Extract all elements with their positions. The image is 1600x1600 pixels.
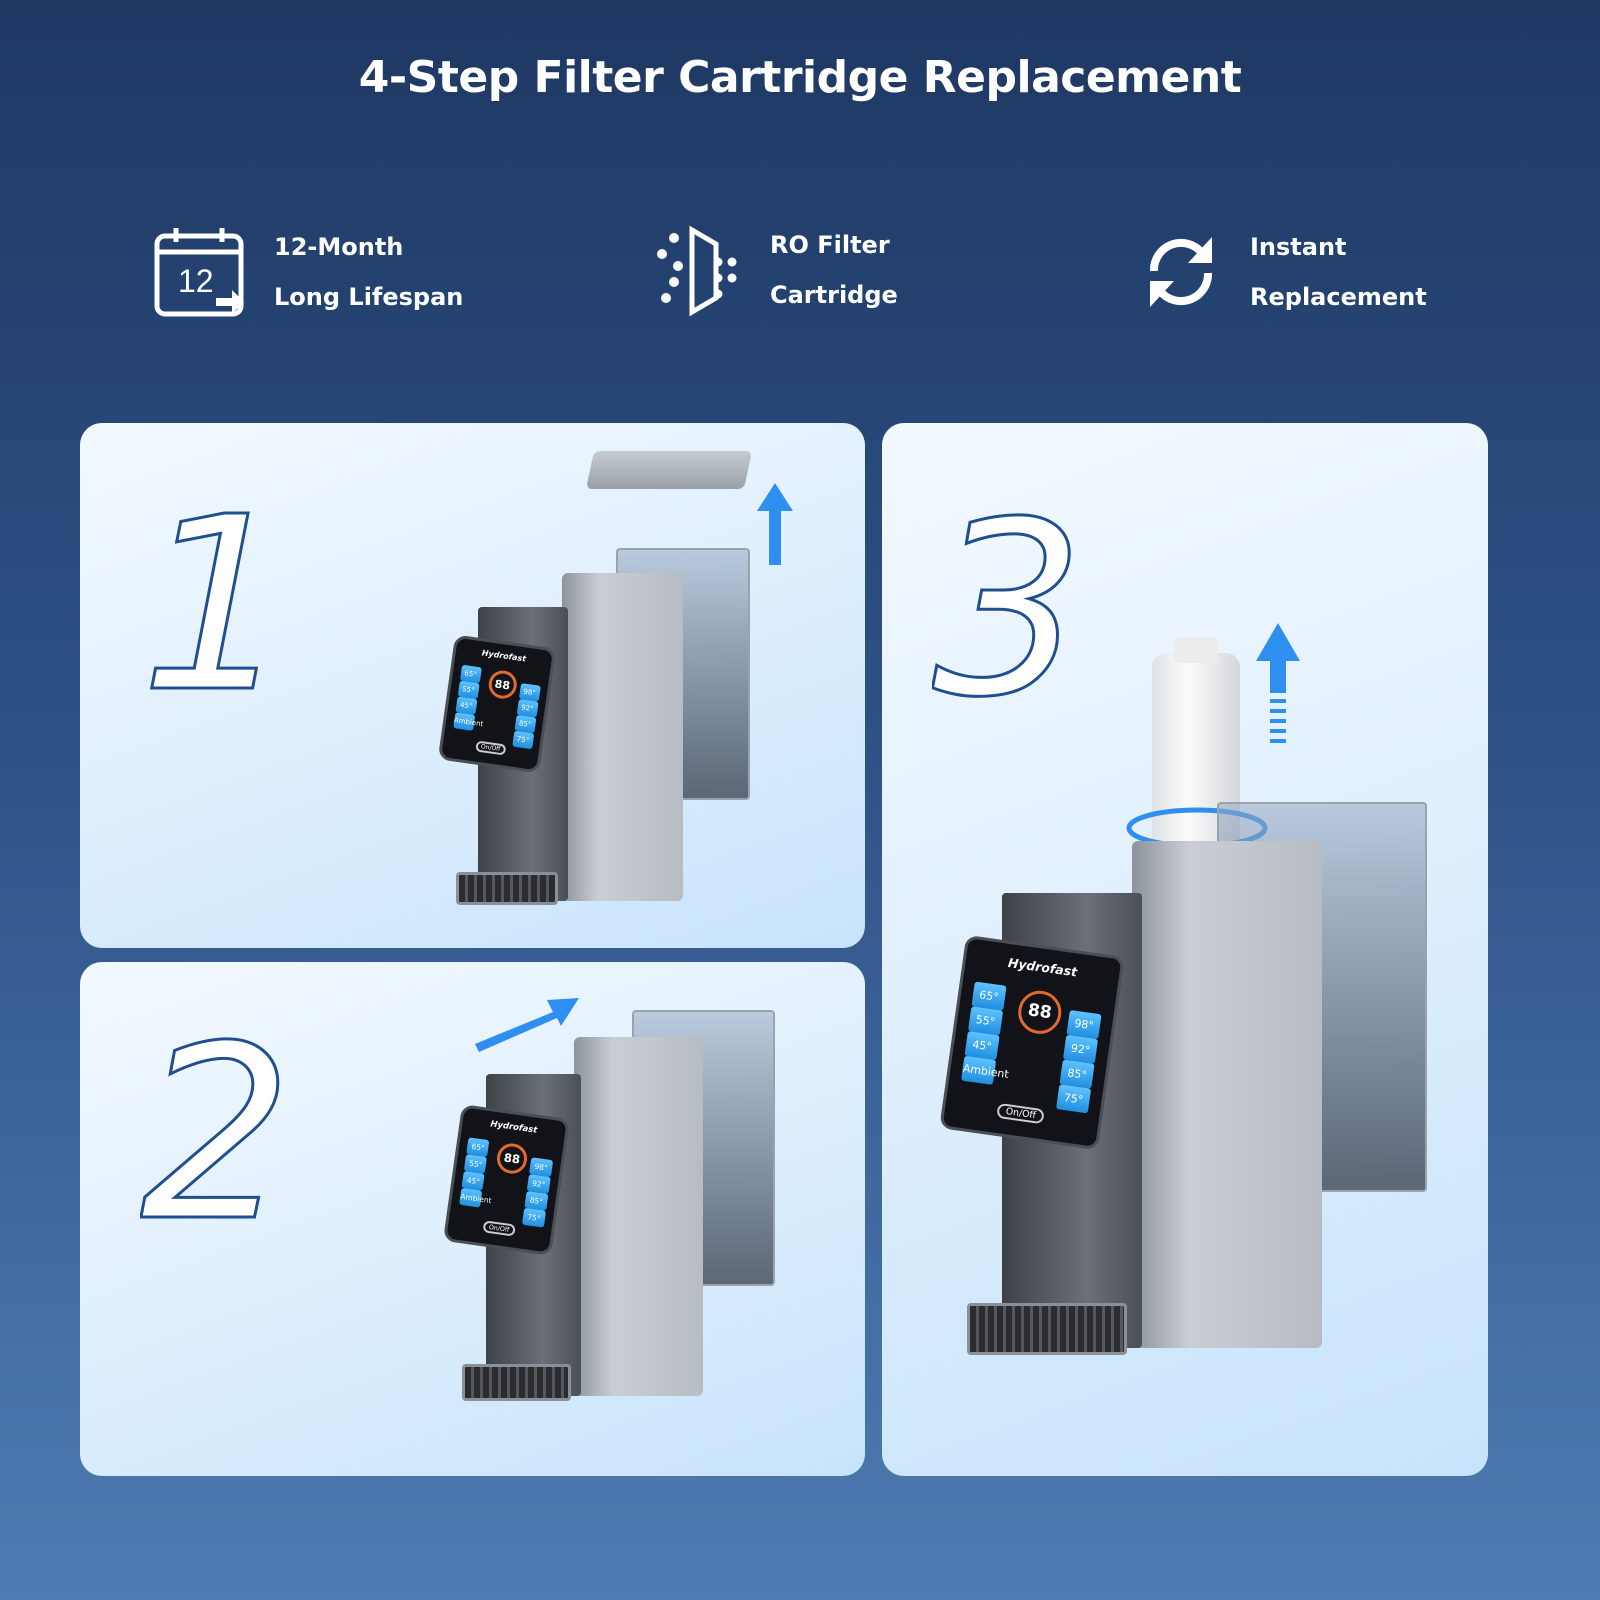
calendar-icon: 12 [154, 228, 244, 317]
brand-logo: Hydrofast [481, 648, 527, 664]
temp-button: 85° [524, 1190, 548, 1211]
svg-text:1: 1 [140, 493, 293, 703]
temp-button: 45° [964, 1030, 1000, 1060]
cartridge-handle [1174, 637, 1218, 663]
temp-display: 88 [486, 668, 519, 701]
brand-logo: Hydrofast [489, 1118, 538, 1136]
step-number: 1 [140, 493, 294, 703]
svg-text:2: 2 [140, 1012, 293, 1232]
left-buttons: 65°55°45°Ambient [961, 981, 1010, 1085]
left-buttons: 65°55°45°Ambient [459, 1137, 492, 1208]
temp-button: Ambient [453, 712, 484, 731]
feature-line1: RO Filter [770, 231, 890, 259]
temp-button: 75° [512, 730, 535, 749]
temp-button: 75° [522, 1207, 546, 1227]
control-panel: Hydrofast 65°55°45°Ambient 98°92°85°75° … [442, 1103, 570, 1256]
right-buttons: 98°92°85°75° [522, 1156, 553, 1227]
dispenser-body [1132, 841, 1322, 1348]
arrow-slide-icon [475, 998, 579, 1052]
feature-line1: Instant [1250, 233, 1347, 261]
temp-button: 98° [529, 1156, 553, 1177]
feature-line2: Long Lifespan [274, 283, 464, 311]
drip-tray [462, 1363, 571, 1401]
right-buttons: 98°92°85°75° [512, 682, 542, 749]
refresh-icon [1150, 237, 1212, 307]
step-1-panel: 1 Hydrofast 65°55°45°Ambient 98°92°85°75… [80, 423, 865, 948]
temp-button: 65° [971, 981, 1007, 1011]
arrow-up-icon [757, 483, 793, 565]
drip-tray [967, 1302, 1127, 1355]
control-panel: Hydrofast 65°55°45°Ambient 98°92°85°75° … [939, 934, 1125, 1151]
left-buttons: 65°55°45°Ambient [453, 664, 484, 731]
brand-logo: Hydrofast [1007, 955, 1079, 980]
page-title: 4-Step Filter Cartridge Replacement [358, 52, 1242, 103]
onoff-button: On/Off [475, 740, 507, 756]
step-2-panel: 2 Hydrofast 65°55°45°Ambient 98°92°85°75… [80, 962, 865, 1476]
filter-icon [657, 225, 737, 316]
temp-button: 98° [1066, 1009, 1102, 1039]
onoff-button: On/Off [482, 1220, 516, 1237]
dispenser-body [574, 1037, 704, 1396]
filter-lid [585, 451, 753, 489]
calendar-number: 12 [178, 263, 214, 299]
onoff-button: On/Off [996, 1102, 1046, 1125]
temp-button: Ambient [961, 1055, 1010, 1085]
feature-line1: 12-Month [274, 233, 404, 261]
feature-line2: Replacement [1250, 283, 1427, 311]
water-dispenser: Hydrofast 65°55°45°Ambient 98°92°85°75° … [442, 982, 785, 1442]
dispenser-body [561, 573, 684, 901]
arrow-up-icon [1256, 623, 1300, 743]
temp-button: Ambient [459, 1187, 492, 1208]
temp-button: 55° [968, 1005, 1003, 1035]
temp-button: 92° [1063, 1034, 1098, 1064]
water-dispenser: Hydrofast 65°55°45°Ambient 98°92°85°75° … [438, 523, 760, 943]
step-number: 3 [932, 493, 1086, 713]
control-panel: Hydrofast 65°55°45°Ambient 98°92°85°75° … [438, 634, 558, 774]
temp-display: 88 [1014, 987, 1065, 1037]
step-3-panel: 3 Hydrofast 65°55°45°Ambient 98°92°85°75… [882, 423, 1488, 1476]
temp-button: 75° [1056, 1083, 1091, 1114]
temp-button: 85° [1059, 1059, 1095, 1089]
svg-text:3: 3 [932, 493, 1085, 713]
temp-button: 92° [526, 1173, 551, 1194]
water-dispenser: Hydrofast 65°55°45°Ambient 98°92°85°75° … [939, 763, 1442, 1413]
feature-line2: Cartridge [770, 281, 898, 309]
temp-display: 88 [494, 1141, 529, 1176]
drip-tray [456, 871, 559, 906]
step-number: 2 [140, 1012, 294, 1232]
right-buttons: 98°92°85°75° [1056, 1009, 1102, 1114]
